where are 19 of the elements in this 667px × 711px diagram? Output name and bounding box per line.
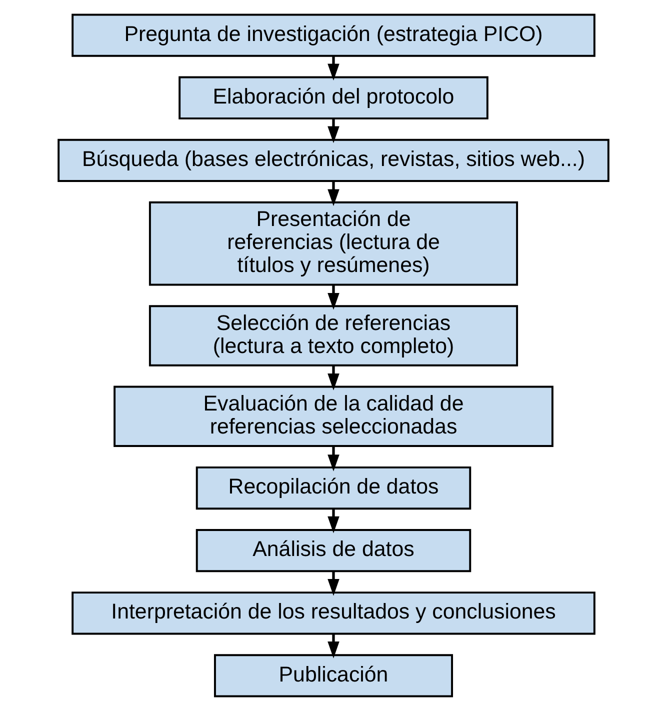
node-box: Interpretación de los resultados y conclusiones [72, 592, 596, 635]
arrow [328, 181, 340, 206]
arrow [328, 366, 340, 390]
node-box: Pregunta de investigación (estrategia PICO) [72, 14, 596, 57]
node-box: Análisis de datos [196, 529, 472, 572]
arrow [328, 118, 340, 144]
arrow [328, 284, 340, 310]
node-box: Búsqueda (bases electrónicas, revistas, sitios web...) [58, 138, 610, 182]
arrow [328, 572, 340, 596]
arrow [328, 634, 340, 658]
node-box: Recopilación de datos [196, 466, 472, 510]
node-box: Selección de referencias (lectura a texto completo) [148, 305, 518, 366]
arrow [328, 509, 340, 534]
node-box: Presentación de referencias (lectura de títulos y resúmenes) [148, 201, 518, 286]
node-box: Publicación [214, 654, 454, 698]
arrow [328, 446, 340, 472]
arrow [328, 56, 340, 81]
node-box: Elaboración del protocolo [178, 76, 488, 120]
node-box: Evaluación de la calidad de referencias seleccionadas [114, 386, 554, 448]
